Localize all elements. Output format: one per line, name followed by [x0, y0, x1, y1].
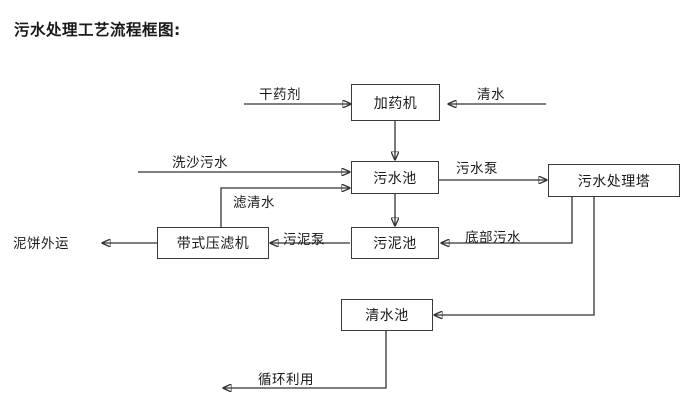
- page-title: 污水处理工艺流程框图:: [14, 21, 181, 39]
- terminal-label-mud-cake-out: 泥饼外运: [13, 236, 69, 252]
- node-belt-filter-press[interactable]: 带式压滤机: [157, 227, 269, 259]
- edge-label-dry-agent: 干药剂: [259, 87, 301, 103]
- node-sludge-pool[interactable]: 污泥池: [351, 227, 439, 259]
- edge-label-wastewater-pump: 污水泵: [456, 161, 498, 177]
- edge-label-sludge-pump: 污泥泵: [283, 232, 325, 248]
- node-wastewater-pool[interactable]: 污水池: [351, 161, 439, 194]
- edge-label-clean-water-in: 清水: [477, 87, 505, 103]
- edge-label-sand-wash-wastewater: 洗沙污水: [172, 155, 228, 171]
- wire-tower-to-clean-water-pool: [434, 197, 595, 315]
- node-treatment-tower[interactable]: 污水处理塔: [548, 164, 680, 197]
- edge-label-bottom-wastewater: 底部污水: [465, 230, 521, 246]
- edge-label-filtered-clear-water: 滤清水: [233, 195, 275, 211]
- node-clean-water-pool[interactable]: 清水池: [341, 299, 433, 331]
- edge-label-recycle-reuse: 循环利用: [258, 372, 314, 388]
- node-dosing-machine[interactable]: 加药机: [351, 84, 440, 121]
